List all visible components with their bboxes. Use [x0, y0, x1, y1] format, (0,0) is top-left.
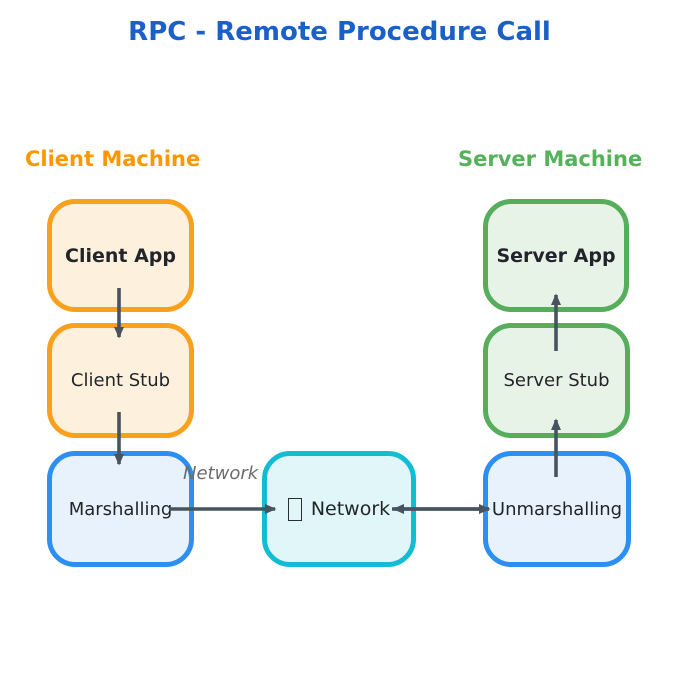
node-network: Network — [262, 451, 416, 567]
node-client-app: Client App — [47, 199, 194, 312]
node-client-app-label: Client App — [65, 244, 176, 267]
server-machine-label: Server Machine — [458, 147, 643, 171]
node-server-app-label: Server App — [496, 244, 616, 267]
node-server-stub-label: Server Stub — [503, 370, 610, 391]
node-client-stub: Client Stub — [47, 323, 194, 438]
node-network-label: Network — [310, 498, 391, 520]
node-client-stub-label: Client Stub — [70, 370, 171, 391]
node-server-stub: Server Stub — [483, 323, 630, 438]
client-machine-label: Client Machine — [25, 147, 201, 171]
node-marshalling-label: Marshalling — [68, 498, 173, 520]
network-edge-label: Network — [183, 463, 259, 484]
node-marshalling: Marshalling — [47, 451, 194, 567]
diagram-title: RPC - Remote Procedure Call — [128, 17, 551, 47]
node-unmarshalling: Unmarshalling — [483, 451, 631, 567]
missing-glyph-icon — [287, 497, 302, 521]
node-unmarshalling-label: Unmarshalling — [491, 498, 623, 520]
node-server-app: Server App — [483, 199, 629, 312]
